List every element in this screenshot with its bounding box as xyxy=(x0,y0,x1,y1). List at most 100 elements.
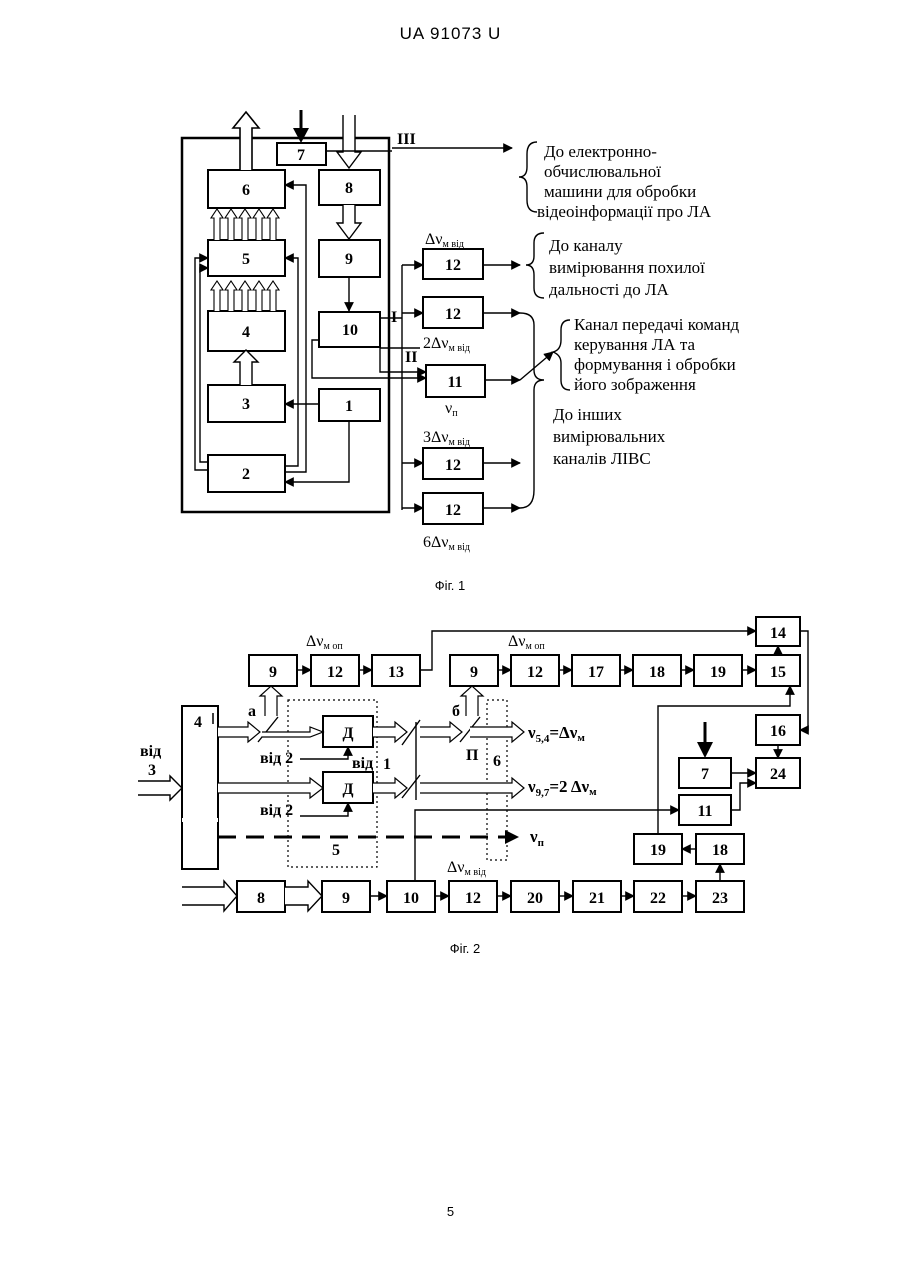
fig2-label-nu-p: νп xyxy=(529,827,545,849)
fig1-arrow-1-2 xyxy=(285,421,349,482)
fig2-label-one: 1 xyxy=(383,756,391,773)
fig2-block-19-a-label: 19 xyxy=(710,664,726,681)
svg-text:дальності до ЛА: дальності до ЛА xyxy=(549,280,669,299)
fig2-block-8-label: 8 xyxy=(257,890,265,907)
svg-text:вимірювальних: вимірювальних xyxy=(553,427,666,446)
fig2-block-12-a-label: 12 xyxy=(327,664,343,681)
fig1-arrow-to-command xyxy=(520,352,553,380)
svg-text:керування ЛА та: керування ЛА та xyxy=(574,335,695,354)
fig2-block-9-a-label: 9 xyxy=(269,664,277,681)
fig1-bus-5-6 xyxy=(211,209,279,240)
page-number: 5 xyxy=(0,1204,901,1219)
fig2-region-5-label: 5 xyxy=(332,842,340,859)
figure-1: 6 5 4 3 2 7 8 9 10 1 11 12 12 12 12 xyxy=(182,110,740,593)
fig1-block-12-d-label: 12 xyxy=(445,502,461,519)
svg-text:його зображення: його зображення xyxy=(574,375,696,394)
fig2-block-7-label: 7 xyxy=(701,766,709,783)
fig2-input-8 xyxy=(182,881,237,911)
fig1-label-i: I xyxy=(391,309,397,326)
fig1-block-10-label: 10 xyxy=(342,322,358,339)
fig1-label-dv2: 2Δνм від xyxy=(423,335,470,354)
fig1-note-computer: До електронно- обчислювальної машини для… xyxy=(537,142,712,221)
fig2-out-4-a xyxy=(218,722,260,742)
fig2-block-15-label: 15 xyxy=(770,664,786,681)
fig2-block-23-label: 23 xyxy=(712,890,728,907)
fig1-brace-computer xyxy=(519,142,537,212)
fig2-label-dv-op-2: Δνм оп xyxy=(508,633,545,652)
fig2-block-22-label: 22 xyxy=(650,890,666,907)
fig2-out-nu97 xyxy=(420,778,524,798)
svg-text:До електронно-: До електронно- xyxy=(544,142,657,161)
fig2-link-a-d1 xyxy=(262,727,323,737)
fig1-note-command: Канал передачі команд керування ЛА та фо… xyxy=(574,315,740,394)
fig1-brace-command xyxy=(553,320,570,390)
fig1-block-6-label: 6 xyxy=(242,182,250,199)
fig2-control-arrow-head xyxy=(697,742,713,758)
fig1-block-9-label: 9 xyxy=(345,251,353,268)
fig2-link-14-16 xyxy=(800,631,808,730)
fig1-arrow-8-9 xyxy=(337,205,361,239)
fig2-link-a-9a xyxy=(260,686,282,716)
fig1-note-range: До каналу вимірювання похилої дальності … xyxy=(549,236,705,299)
svg-text:формування і обробки: формування і обробки xyxy=(574,355,736,374)
figure-2: 4 5 6 9 12 13 9 12 17 18 19 15 14 16 24 … xyxy=(138,617,808,956)
fig2-block-21-label: 21 xyxy=(589,890,605,907)
fig1-caption: Фіг. 1 xyxy=(435,578,465,593)
fig2-block-17-label: 17 xyxy=(588,664,604,681)
fig1-block-1-label: 1 xyxy=(345,398,353,415)
fig2-label-from2-a: від 2 xyxy=(260,750,293,767)
fig2-nu-p-head xyxy=(505,830,519,844)
fig2-block-18-b-label: 18 xyxy=(712,842,728,859)
fig2-label-a: а xyxy=(248,703,256,720)
fig2-block-14-label: 14 xyxy=(770,625,786,642)
fig1-loop-2-5 xyxy=(195,258,208,470)
svg-text:вимірювання похилої: вимірювання похилої xyxy=(549,258,705,277)
fig2-caption: Фіг. 2 xyxy=(450,941,480,956)
fig1-block-4-label: 4 xyxy=(242,324,250,341)
fig2-out-nu54 xyxy=(470,722,524,742)
fig2-out-4-b xyxy=(218,778,323,798)
fig1-label-ii: II xyxy=(405,349,417,366)
fig2-region-6-label: 6 xyxy=(493,753,501,770)
fig2-label-dv-vid: Δνм від xyxy=(447,859,486,878)
svg-text:відеоінформації про ЛА: відеоінформації про ЛА xyxy=(537,202,712,221)
fig2-detector-1-label: Д xyxy=(342,725,353,742)
fig1-control-arrow-head xyxy=(293,128,309,143)
fig2-block-18-a-label: 18 xyxy=(649,664,665,681)
fig2-block-10-label: 10 xyxy=(403,890,419,907)
fig2-label-b: б xyxy=(452,703,460,720)
fig2-block-24-label: 24 xyxy=(770,766,786,783)
svg-text:До інших: До інших xyxy=(553,405,622,424)
fig2-block-4-label: 4 xyxy=(194,714,202,731)
fig1-arrow-10-11b xyxy=(380,340,426,372)
fig2-splitter-a xyxy=(258,717,278,742)
fig2-out-d2 xyxy=(373,778,407,798)
fig2-block-16-label: 16 xyxy=(770,723,786,740)
fig2-in-d1-from2 xyxy=(300,747,348,759)
fig2-link-8-9 xyxy=(285,881,322,911)
fig1-link-2-5 xyxy=(285,258,298,466)
fig2-block-9-b-label: 9 xyxy=(470,664,478,681)
fig1-loop-2-5b xyxy=(200,268,208,462)
fig1-block-11-label: 11 xyxy=(447,374,462,391)
fig1-block-12-b-label: 12 xyxy=(445,306,461,323)
fig2-link-b-9b xyxy=(461,686,483,716)
fig1-bus-4-5 xyxy=(211,281,279,311)
fig2-link-to-b xyxy=(420,722,462,742)
fig1-label-iii: III xyxy=(397,131,416,148)
fig2-link-11-24 xyxy=(731,783,756,810)
fig1-block-8-label: 8 xyxy=(345,180,353,197)
svg-text:Канал передачі команд: Канал передачі команд xyxy=(574,315,740,334)
fig1-input-arrow-8 xyxy=(337,115,361,168)
fig1-brace-other xyxy=(520,313,544,508)
fig1-block-2-label: 2 xyxy=(242,466,250,483)
fig1-block-7-label: 7 xyxy=(297,147,305,164)
fig2-block-9-c-label: 9 xyxy=(342,890,350,907)
fig2-block-12-c-label: 12 xyxy=(465,890,481,907)
svg-text:обчислювальної: обчислювальної xyxy=(544,162,661,181)
fig1-block-3-label: 3 xyxy=(242,396,250,413)
fig2-label-from2-b: від 2 xyxy=(260,802,293,819)
fig2-label-nu54: ν5,4=Δνм xyxy=(527,723,585,745)
fig1-note-other: До інших вимірювальних каналів ЛІВС xyxy=(553,405,666,468)
